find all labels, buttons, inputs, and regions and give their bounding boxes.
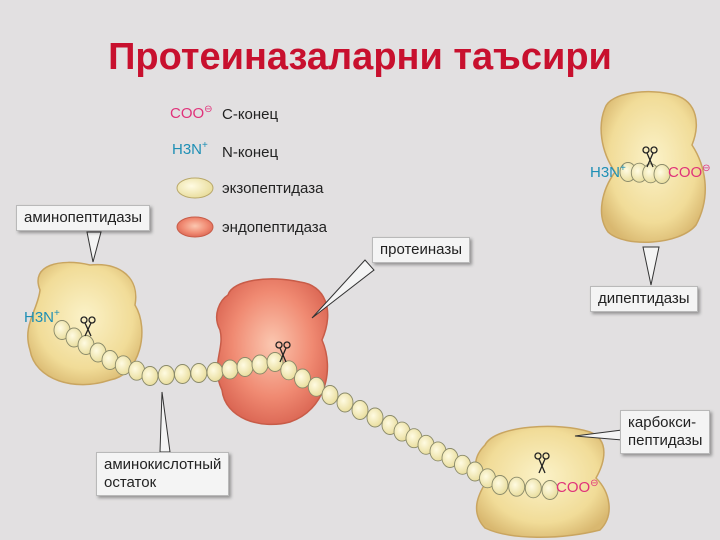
amino-acid-bead	[508, 476, 526, 497]
scissors-icon-aminopeptidase	[80, 316, 96, 337]
plus-charge: +	[54, 308, 60, 319]
scissors-icon-dipeptidase	[642, 146, 658, 168]
peptide-chain-main	[53, 320, 559, 500]
amino-acid-bead	[251, 354, 269, 375]
legend-c-end-label: C-конец	[222, 106, 279, 123]
legend-c-end-symbol: COO⊖	[170, 104, 213, 122]
label-aminopeptidase: аминопептидазы	[16, 205, 151, 231]
c-end-dipeptidase: COO⊖	[668, 163, 711, 181]
amino-acid-bead	[366, 407, 384, 428]
amino-acid-bead	[336, 392, 354, 413]
h3n-text: H3N	[172, 141, 203, 158]
amino-acid-bead	[206, 362, 224, 382]
amino-acid-bead	[190, 363, 208, 383]
peptide-chain-dipeptide	[619, 162, 671, 184]
scissors-icon-proteinase	[275, 341, 291, 363]
amino-acid-bead	[157, 365, 175, 385]
amino-acid-bead	[653, 164, 671, 184]
minus-charge: ⊖	[204, 104, 213, 115]
c-end-carboxypeptidase: COO⊖	[556, 478, 599, 496]
legend-endo-label: эндопептидаза	[222, 219, 328, 236]
amino-acid-bead	[524, 478, 542, 499]
scissors-icon-carboxypeptidase	[534, 452, 550, 474]
amino-acid-bead	[221, 359, 239, 380]
callout-lines	[86, 231, 660, 453]
amino-acid-bead	[307, 376, 325, 397]
amino-acid-bead	[280, 360, 298, 381]
label-carboxypeptidase-line2: пептидазы	[628, 432, 703, 449]
legend-n-end-symbol: H3N+	[172, 140, 208, 158]
page-title: Протеиназаларни таъсири	[108, 36, 612, 78]
amino-acid-bead	[174, 364, 191, 384]
label-dipeptidase: дипептидазы	[590, 286, 698, 312]
label-carboxypeptidase: карбокси- пептидазы	[620, 410, 711, 454]
label-amino-residue: аминокислотный остаток	[96, 452, 230, 496]
minus-charge: ⊖	[590, 478, 599, 489]
label-proteinase: протеиназы	[372, 237, 471, 263]
n-end-aminopeptidase: H3N+	[24, 308, 60, 326]
amino-acid-bead	[266, 352, 284, 372]
amino-acid-bead	[141, 366, 159, 386]
coo-text: COO	[668, 164, 703, 181]
amino-acid-bead	[491, 475, 509, 495]
coo-text: COO	[170, 105, 205, 122]
h3n-text: H3N	[24, 309, 55, 326]
n-end-dipeptidase: H3N+	[590, 163, 626, 181]
label-amino-residue-line1: аминокислотный	[104, 456, 222, 473]
amino-acid-bead	[321, 385, 339, 405]
amino-acid-bead	[351, 400, 369, 420]
legend-endo-swatch	[176, 216, 214, 238]
legend-n-end-label: N-конец	[222, 144, 279, 161]
plus-charge: +	[620, 163, 626, 174]
coo-text: COO	[556, 479, 591, 496]
minus-charge: ⊖	[702, 163, 711, 174]
h3n-text: H3N	[590, 164, 621, 181]
legend-exo-label: экзопептидаза	[222, 180, 324, 197]
plus-charge: +	[202, 140, 208, 151]
label-amino-residue-line2: остаток	[104, 474, 157, 491]
proteinase-enzyme	[216, 278, 329, 426]
amino-acid-bead	[294, 368, 311, 389]
amino-acid-bead	[236, 357, 254, 377]
label-carboxypeptidase-line1: карбокси-	[628, 414, 697, 431]
legend-exo-swatch	[176, 177, 214, 199]
amino-acid-bead	[541, 480, 559, 500]
